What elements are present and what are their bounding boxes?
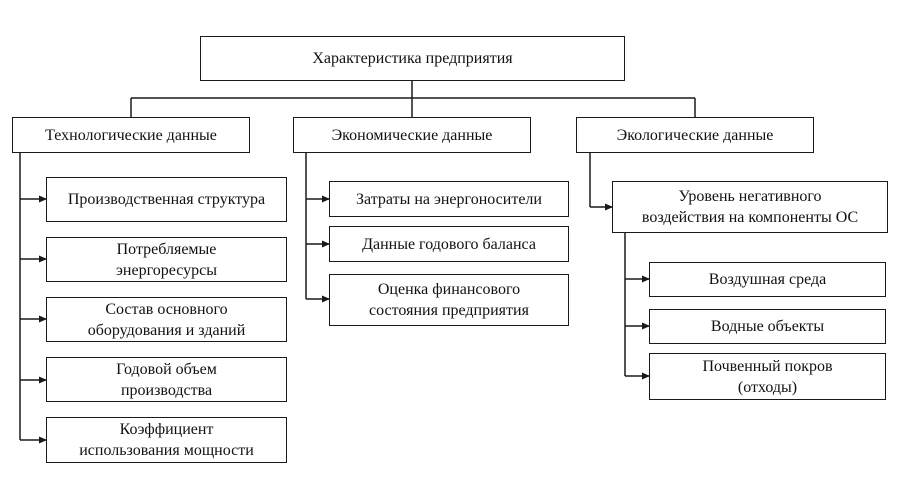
eco-subitem-soil: Почвенный покров (отходы): [649, 353, 886, 400]
category-ecological: Экологические данные: [576, 117, 814, 153]
root-node: Характеристика предприятия: [200, 36, 625, 81]
tech-item-equipment: Состав основного оборудования и зданий: [46, 297, 287, 342]
tech-item-energy-resources: Потребляемые энергоресурсы: [46, 237, 287, 282]
tech-item-capacity-factor: Коэффициент использования мощности: [46, 417, 287, 463]
tech-item-production-structure: Производственная структура: [46, 177, 287, 222]
tech-item-annual-volume: Годовой объем производства: [46, 357, 287, 402]
econ-item-financial-assessment: Оценка финансового состояния предприятия: [329, 274, 569, 326]
eco-item-negative-impact: Уровень негативного воздействия на компо…: [612, 181, 888, 233]
econ-item-energy-costs: Затраты на энергоносители: [329, 181, 569, 217]
eco-subitem-air: Воздушная среда: [649, 262, 886, 297]
econ-item-annual-balance: Данные годового баланса: [329, 226, 569, 262]
category-economic: Экономические данные: [293, 117, 531, 153]
category-technological: Технологические данные: [12, 117, 250, 153]
eco-subitem-water: Водные объекты: [649, 309, 886, 344]
